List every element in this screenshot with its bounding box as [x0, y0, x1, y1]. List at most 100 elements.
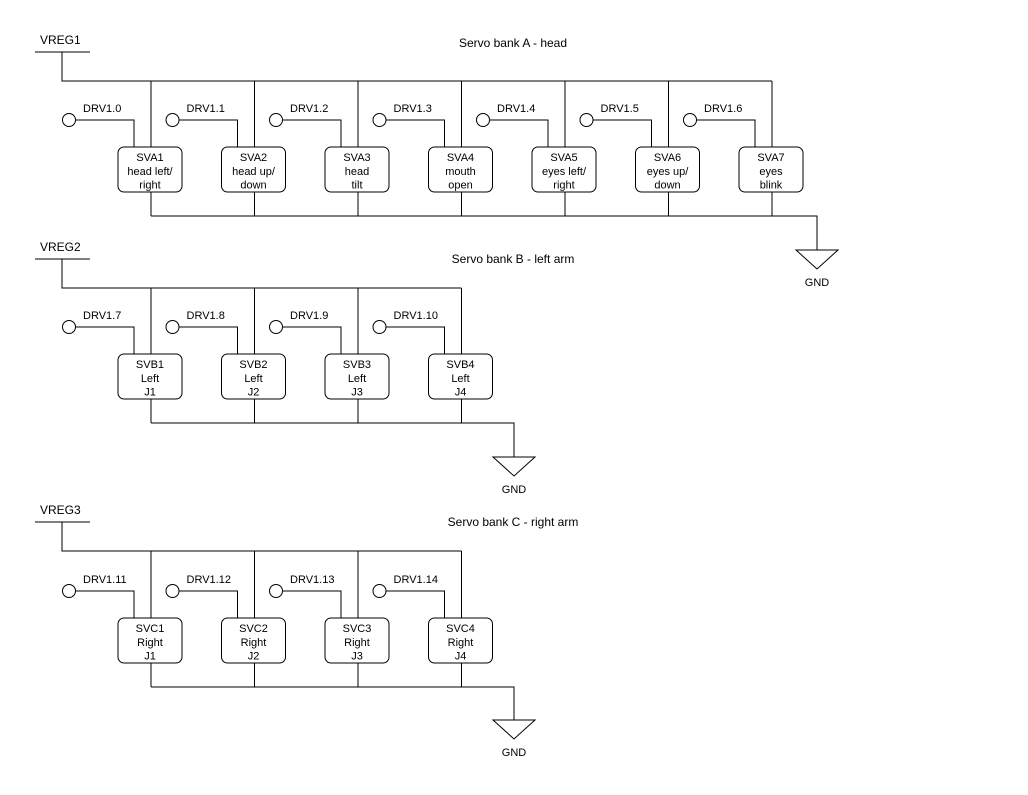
supply-label: VREG3: [40, 503, 81, 517]
drive-label: DRV1.3: [394, 103, 432, 115]
drive-wire: [282, 119, 342, 147]
servo-name: SVA2: [240, 152, 267, 164]
servo-function: eyes left/: [542, 166, 587, 178]
drive-label: DRV1.10: [394, 310, 438, 322]
supply-label: VREG2: [40, 240, 81, 254]
servo-box: [428, 617, 493, 664]
servo-function: Right: [344, 637, 370, 649]
ground-symbol: [491, 719, 537, 740]
drive-wire: [592, 119, 652, 147]
drive-label: DRV1.14: [394, 574, 438, 586]
drive-wire: [178, 326, 238, 354]
drive-wire: [385, 119, 445, 147]
drive-pin-icon: [62, 113, 76, 127]
servo-name: SVB3: [343, 359, 371, 371]
drive-pin-icon: [269, 584, 283, 598]
drive-label: DRV1.9: [290, 310, 328, 322]
drive-wire: [75, 326, 135, 354]
supply-label: VREG1: [40, 33, 81, 47]
servo-name: SVA3: [343, 152, 370, 164]
servo-name: SVA7: [757, 152, 784, 164]
drive-wire: [696, 119, 756, 147]
ground-label: GND: [502, 747, 527, 759]
drive-label: DRV1.5: [601, 103, 639, 115]
servo-function: right: [553, 180, 574, 192]
drive-wire: [385, 590, 445, 618]
servo-function: head left/: [127, 166, 173, 178]
servo-function: J1: [144, 651, 156, 663]
servo-function: J4: [455, 387, 467, 399]
drive-pin-icon: [165, 584, 180, 598]
servo-function: Right: [241, 637, 267, 649]
drive-label: DRV1.4: [497, 103, 535, 115]
drive-wire: [282, 326, 342, 354]
servo-function: Left: [451, 373, 469, 385]
drive-wire: [75, 119, 135, 147]
servo-function: Right: [448, 637, 474, 649]
ground-label: GND: [502, 484, 527, 496]
servo-box: [221, 146, 286, 193]
drive-pin-icon: [269, 320, 283, 334]
drive-pin-icon: [683, 113, 697, 127]
servo-box: [117, 353, 183, 400]
servo-box: [117, 146, 183, 193]
drive-wire: [178, 590, 238, 618]
servo-name: SVC4: [446, 623, 475, 635]
ground-label: GND: [805, 277, 830, 289]
servo-box: [324, 146, 390, 193]
servo-name: SVC1: [136, 623, 165, 635]
servo-function: J2: [248, 651, 260, 663]
servo-box: [531, 146, 597, 193]
drive-pin-icon: [62, 584, 76, 598]
drive-label: DRV1.0: [83, 103, 121, 115]
servo-function: eyes up/: [647, 166, 690, 178]
drive-pin-icon: [165, 113, 180, 127]
drive-pin-icon: [62, 320, 76, 334]
servo-function: mouth: [445, 166, 476, 178]
servo-box: [428, 353, 493, 400]
servo-function: Left: [244, 373, 262, 385]
servo-function: Left: [141, 373, 159, 385]
servo-bank-a: Servo bank A - headVREG1GNDDRV1.0SVA1hea…: [35, 33, 840, 289]
servo-function: down: [654, 180, 680, 192]
servo-box: [324, 353, 390, 400]
servo-function: J3: [351, 387, 363, 399]
drive-label: DRV1.12: [187, 574, 231, 586]
servo-bank-b: Servo bank B - left armVREG2GNDDRV1.7SVB…: [35, 240, 574, 496]
servo-function: tilt: [352, 180, 363, 192]
supply-rail: [61, 259, 462, 289]
drive-pin-icon: [372, 584, 387, 598]
drive-pin-icon: [165, 320, 180, 334]
servo-name: SVB2: [239, 359, 267, 371]
drive-wire: [282, 590, 342, 618]
drive-label: DRV1.6: [704, 103, 742, 115]
drive-wire: [75, 590, 135, 618]
servo-function: Right: [137, 637, 163, 649]
servo-name: SVA1: [136, 152, 163, 164]
servo-box: [324, 617, 390, 664]
servo-box: [117, 617, 183, 664]
ground-rail: [151, 422, 515, 457]
servo-function: Left: [348, 373, 366, 385]
drive-label: DRV1.2: [290, 103, 328, 115]
servo-name: SVB4: [446, 359, 474, 371]
servo-function: head: [345, 166, 369, 178]
servo-name: SVC3: [343, 623, 372, 635]
servo-function: J1: [144, 387, 156, 399]
drive-wire: [385, 326, 445, 354]
servo-box: [428, 146, 493, 193]
servo-function: head up/: [232, 166, 276, 178]
servo-function: open: [448, 180, 472, 192]
servo-function: down: [240, 180, 266, 192]
drive-wire: [489, 119, 549, 147]
servo-function: J2: [248, 387, 260, 399]
